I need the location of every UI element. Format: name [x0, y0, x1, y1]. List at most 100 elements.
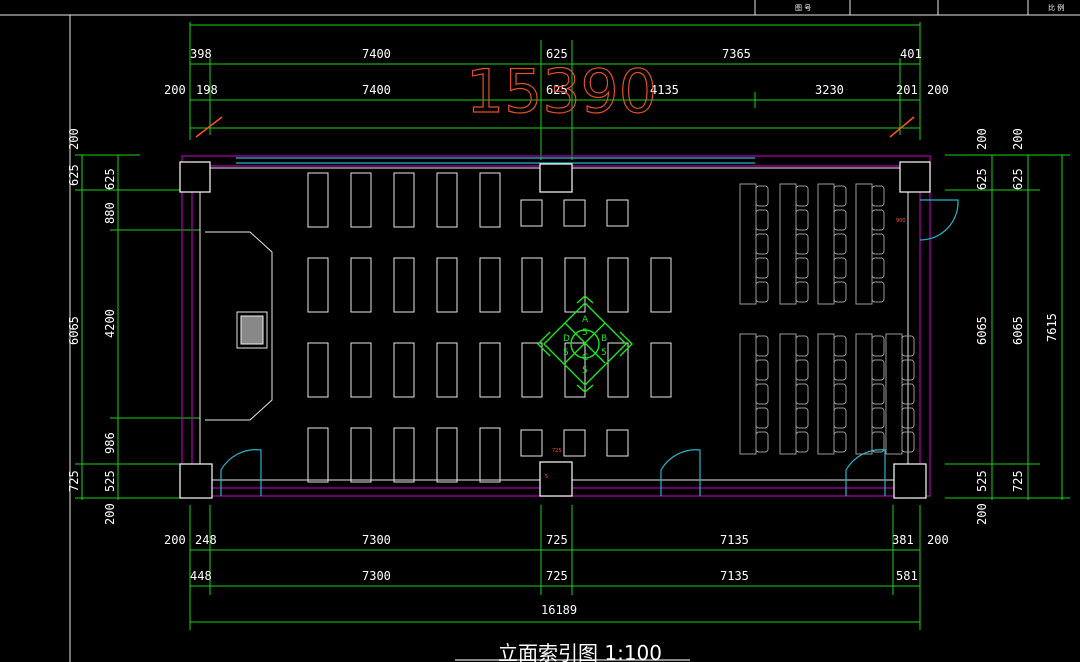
dim-right-inner-2: 6065: [975, 316, 989, 345]
seat: [871, 431, 885, 453]
seat: [755, 185, 769, 207]
right-dimensions: 200 625 6065 525 200 200 625 6065 725 76…: [975, 128, 1059, 525]
dim-top-r1-3: 7365: [722, 47, 751, 61]
desk: [307, 172, 329, 228]
dim-right-outer-1: 625: [1011, 168, 1025, 190]
desk: [436, 257, 458, 313]
index-label-c: C: [582, 353, 588, 363]
desk: [393, 427, 415, 483]
dim-bot-r1-2: 7300: [362, 533, 391, 547]
dim-bot-r2-0: 448: [190, 569, 212, 583]
desk: [350, 172, 372, 228]
seat: [871, 209, 885, 231]
dim-right-outer-3: 725: [1011, 470, 1025, 492]
desk: [563, 199, 586, 227]
seat-row-back: [817, 183, 835, 305]
dim-top-r1-0: 398: [190, 47, 212, 61]
dim-left-inner-4: 525: [103, 470, 117, 492]
dim-top-r2-0: 200: [164, 83, 186, 97]
left-dimensions: 200 625 6065 725 625 880 4200 986 525 20…: [67, 128, 117, 525]
dim-left-outer-2: 6065: [67, 316, 81, 345]
dim-top-r2-3: 625: [546, 83, 568, 97]
seat: [833, 257, 847, 279]
seat: [871, 281, 885, 303]
column-top-middle: [539, 163, 573, 193]
seat: [795, 209, 809, 231]
index-label-b: B: [601, 334, 607, 344]
dim-right-inner-4: 200: [975, 503, 989, 525]
dim-right-outer-2: 6065: [1011, 316, 1025, 345]
desk: [521, 342, 543, 398]
podium: [205, 231, 273, 421]
desk: [650, 342, 672, 398]
seat: [795, 281, 809, 303]
drawing-title: 立面索引图 1:100: [498, 641, 662, 662]
dim-left-outer-1: 625: [67, 164, 81, 186]
dimension-lines: [75, 22, 1070, 630]
desk: [607, 342, 629, 398]
dim-bot-r1-3: 725: [546, 533, 568, 547]
seat: [871, 359, 885, 381]
structural-columns: [179, 161, 931, 499]
desk: [479, 427, 501, 483]
dim-top-r2-2: 7400: [362, 83, 391, 97]
seat-row-back: [739, 333, 757, 455]
desk: [436, 342, 458, 398]
overall-dimension: 15390: [466, 57, 657, 127]
desk: [479, 172, 501, 228]
seat: [833, 431, 847, 453]
seat: [795, 407, 809, 429]
dim-left-inner-0: 625: [103, 168, 117, 190]
dim-right-inner-1: 625: [975, 168, 989, 190]
seat: [795, 185, 809, 207]
dim-right-inner-0: 200: [975, 128, 989, 150]
dim-bot-r1-0: 200: [164, 533, 186, 547]
desk: [563, 429, 586, 457]
dim-right-outer-0: 200: [1011, 128, 1025, 150]
dim-left-inner-3: 986: [103, 432, 117, 454]
dim-bot-r2-1: 7300: [362, 569, 391, 583]
dim-bot-total: 16189: [541, 603, 577, 617]
desk: [436, 427, 458, 483]
desk: [393, 342, 415, 398]
seat-row-back: [779, 183, 797, 305]
seat: [833, 407, 847, 429]
door-right: [919, 199, 959, 241]
seat: [833, 185, 847, 207]
dim-top-r1-4: 401: [900, 47, 922, 61]
seat: [833, 281, 847, 303]
desk: [307, 342, 329, 398]
seat: [871, 383, 885, 405]
seat: [871, 233, 885, 255]
column-bottom-left: [179, 463, 213, 499]
seat: [833, 209, 847, 231]
desk: [564, 257, 586, 313]
seat: [901, 407, 915, 429]
dim-bot-r1-5: 381: [892, 533, 914, 547]
seat-row-back: [779, 333, 797, 455]
seat: [755, 335, 769, 357]
seat: [901, 383, 915, 405]
seat: [871, 257, 885, 279]
index-label-d: D: [563, 334, 570, 344]
dim-left-bottom: 200: [103, 503, 117, 525]
dim-right-total: 7615: [1045, 313, 1059, 342]
dim-right-inner-3: 525: [975, 470, 989, 492]
seat: [833, 359, 847, 381]
door-bottom-left: [220, 449, 262, 496]
dim-left-outer-0: 200: [67, 128, 81, 150]
dim-bot-r2-4: 581: [896, 569, 918, 583]
dim-bot-r2-2: 725: [546, 569, 568, 583]
seat: [871, 335, 885, 357]
desk: [606, 199, 629, 227]
dim-bot-r1-1: 248: [195, 533, 217, 547]
column-bottom-middle: [539, 461, 573, 497]
seat: [755, 383, 769, 405]
seat: [871, 185, 885, 207]
column-bottom-right: [893, 463, 927, 499]
dim-top-r2-6: 201: [896, 83, 918, 97]
seat: [833, 335, 847, 357]
seat: [755, 209, 769, 231]
